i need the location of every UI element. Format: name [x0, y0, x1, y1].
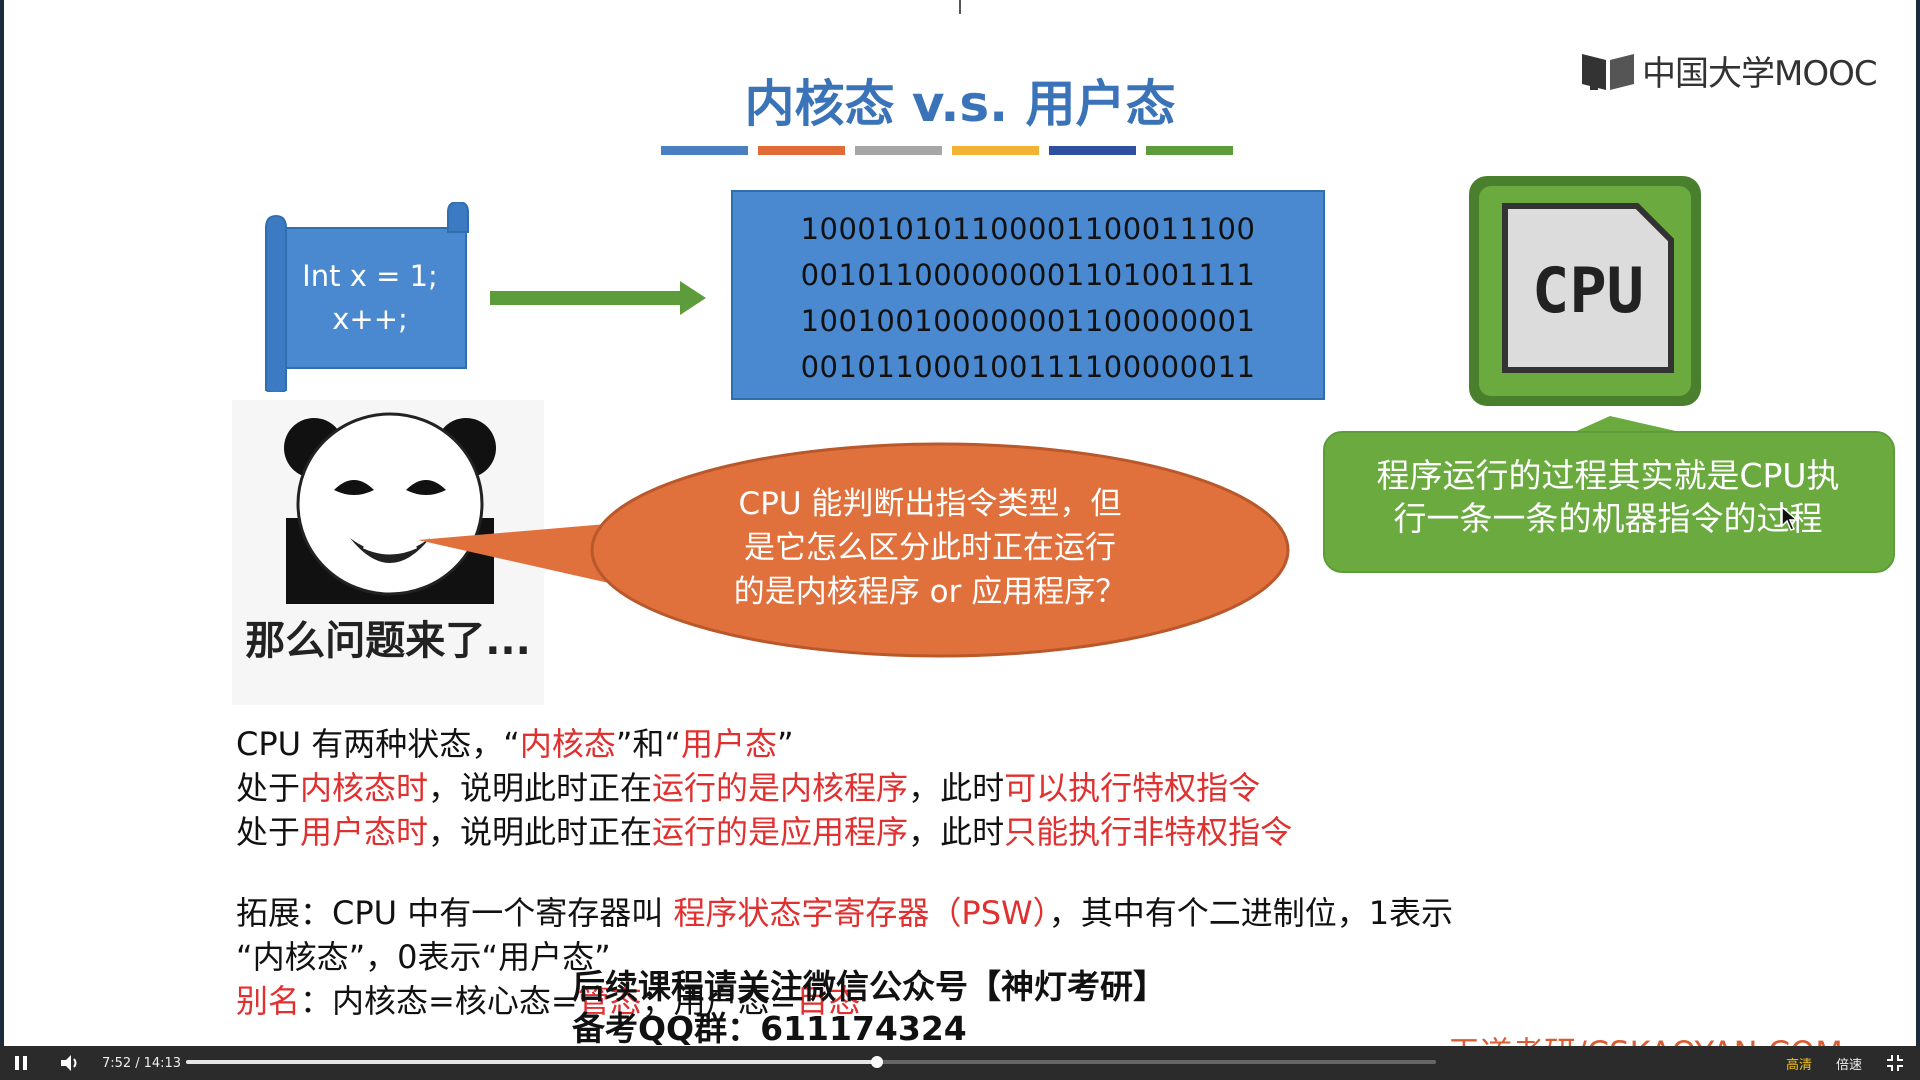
bubble-line: CPU 能判断出指令类型，但 — [738, 486, 1122, 522]
title-color-bar-1 — [661, 146, 748, 155]
progress-fill — [186, 1060, 878, 1064]
watermark-line: 备考QQ群：611174324 — [572, 1009, 967, 1046]
slide-title: 内核态 v.s. 用户态 — [744, 75, 1176, 133]
top-mark — [959, 0, 961, 14]
text-line-1: CPU 有两种状态，“内核态”和“用户态” — [236, 725, 794, 763]
title-color-bar-3 — [855, 146, 942, 155]
current-time: 7:52 — [102, 1055, 132, 1071]
video-frame[interactable]: 中国大学MOOC 内核态 v.s. 用户态 Int x = 1; x++; 10… — [0, 0, 1920, 1046]
binary-line: 100010101100001100011100 — [800, 212, 1256, 246]
text-line-6: 别名：内核态=核心态=管态；用户态=目态 — [236, 982, 861, 1020]
code-line: x++; — [332, 302, 408, 336]
title-color-bar-4 — [952, 146, 1039, 155]
title-color-bar-6 — [1146, 146, 1233, 155]
binary-line: 100100100000001100000001 — [800, 304, 1256, 338]
code-line: Int x = 1; — [302, 259, 438, 293]
right-arrow-icon — [490, 281, 706, 315]
panda-meme: 那么问题来了... — [232, 400, 544, 705]
panda-face-icon — [284, 412, 496, 604]
fullscreen-exit-button[interactable] — [1886, 1046, 1904, 1080]
title-color-bars — [661, 146, 1233, 155]
bubble-line: 的是内核程序 or 应用程序？ — [733, 574, 1127, 610]
bubble-line: 是它怎么区分此时正在运行 — [744, 530, 1116, 566]
book-logo-icon — [1582, 53, 1634, 90]
title-color-bar-5 — [1049, 146, 1136, 155]
mooc-logo: 中国大学MOOC — [1580, 46, 1878, 95]
code-scroll-icon — [265, 202, 469, 392]
meme-caption: 那么问题来了... — [245, 618, 531, 664]
text-line-2: 处于内核态时，说明此时正在运行的是内核程序，此时可以执行特权指令 — [236, 769, 1261, 807]
orange-bubble-text: CPU 能判断出指令类型，但 是它怎么区分此时正在运行 的是内核程序 or 应用… — [680, 482, 1180, 614]
code-snippet: Int x = 1; x++; — [280, 255, 460, 341]
cpu-label: CPU — [1532, 254, 1644, 327]
progress-handle[interactable] — [871, 1056, 884, 1068]
slide-body-text: CPU 有两种状态，“内核态”和“用户态” 处于内核态时，说明此时正在运行的是内… — [236, 722, 1453, 1023]
watermark-line: 后续课程请关注微信公众号【神灯考研】 — [572, 967, 1166, 1006]
pause-icon — [15, 1056, 27, 1070]
speed-button[interactable]: 倍速 — [1836, 1057, 1863, 1073]
text-line-3: 处于用户态时，说明此时正在运行的是应用程序，此时只能执行非特权指令 — [236, 813, 1293, 851]
bubble-line: 程序运行的过程其实就是CPU执 — [1376, 456, 1840, 495]
quality-button[interactable]: 高清 — [1786, 1057, 1813, 1073]
logo-text: 中国大学MOOC — [1642, 54, 1878, 94]
text-line-5: “内核态”，0表示“用户态” — [236, 938, 611, 976]
time-separator: / — [135, 1055, 140, 1071]
volume-icon — [61, 1055, 77, 1071]
time-display: 7:52 / 14:13 — [102, 1046, 181, 1080]
green-speech-bubble — [1323, 416, 1895, 573]
volume-button[interactable] — [60, 1046, 80, 1080]
pause-button[interactable] — [14, 1046, 28, 1080]
cpu-chip-icon: CPU — [1469, 176, 1701, 406]
bubble-line: 行一条一条的机器指令的过程 — [1393, 499, 1823, 538]
title-color-bar-2 — [758, 146, 845, 155]
progress-bar[interactable] — [186, 1056, 1436, 1068]
machine-code-box: 100010101100001100011100 001011000000001… — [731, 190, 1325, 400]
binary-line: 001011000100111100000011 — [800, 350, 1256, 384]
exit-fullscreen-icon — [1887, 1055, 1903, 1071]
overlay-watermark: 后续课程请关注微信公众号【神灯考研】 备考QQ群：611174324 — [572, 966, 1166, 1046]
orange-speech-bubble — [418, 442, 1290, 658]
green-bubble-text: 程序运行的过程其实就是CPU执 行一条一条的机器指令的过程 — [1338, 454, 1878, 540]
mouse-cursor-icon — [1781, 506, 1799, 531]
site-watermark: 王道考研/CSKAOYAN.COM — [1448, 1028, 1843, 1046]
total-duration: 14:13 — [143, 1055, 182, 1071]
text-line-4: 拓展：CPU 中有一个寄存器叫 程序状态字寄存器（PSW），其中有个二进制位，1… — [236, 894, 1454, 932]
binary-line: 001011000000001101001111 — [800, 258, 1256, 292]
